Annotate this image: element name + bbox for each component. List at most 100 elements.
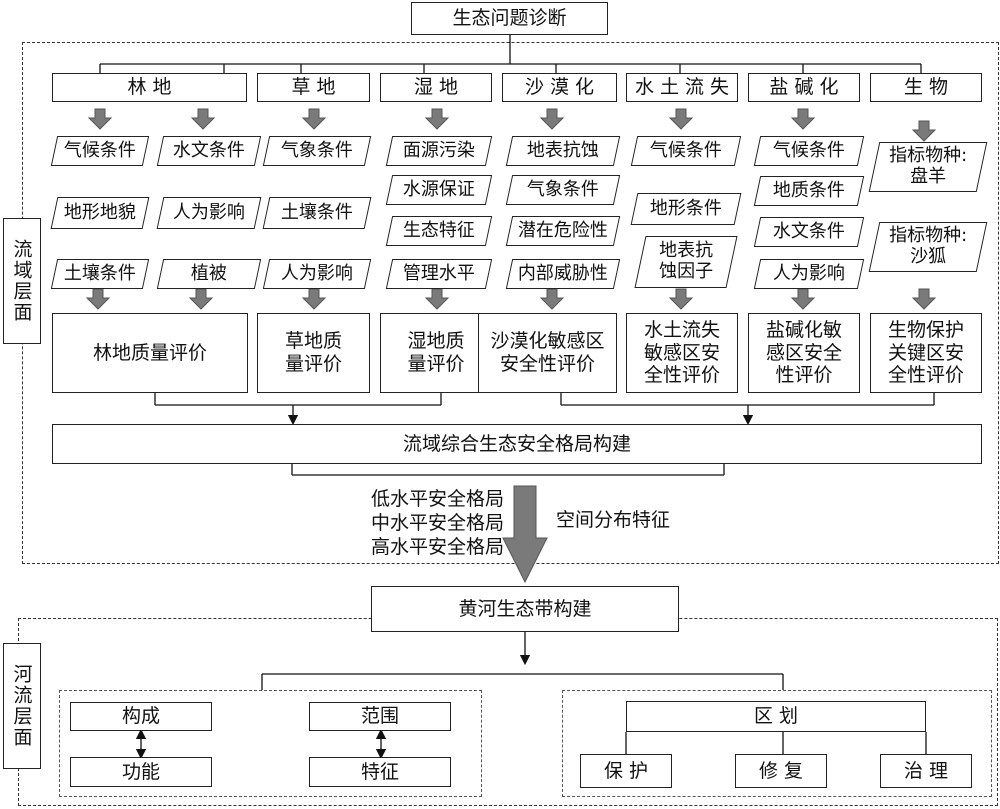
factor-grass-human: 人为影响	[262, 259, 372, 289]
big-down-arrow	[502, 485, 548, 584]
eval-wetland: 湿地质 量评价	[380, 313, 492, 393]
factor-forest-soil: 土壤条件	[50, 259, 150, 289]
factor-text: 人为影响	[281, 262, 353, 284]
factor-text: 水文条件	[773, 220, 845, 242]
category-forest-text: 林 地	[127, 76, 172, 99]
category-saline-text: 盐 碱 化	[769, 76, 839, 99]
feature-box: 特征	[309, 757, 451, 787]
title-text: 生态问题诊断	[452, 7, 567, 30]
factor-text: 气候条件	[64, 139, 136, 161]
category-soil-erosion-text: 水 土 流 失	[634, 76, 730, 99]
factor-bio-argali: 指标物种: 盘羊	[868, 142, 988, 192]
factor-text: 潜在危险性	[518, 219, 608, 241]
synthesis-box: 流域综合生态安全格局构建	[52, 424, 982, 464]
category-saline: 盐 碱 化	[748, 73, 860, 102]
factor-wetland-manage: 管理水平	[385, 259, 493, 289]
category-desert: 沙 漠 化	[502, 73, 617, 102]
factor-forest-climate: 气候条件	[50, 136, 150, 166]
category-desert-text: 沙 漠 化	[524, 76, 595, 99]
function-text: 功能	[121, 760, 160, 783]
eval-desert: 沙漠化敏感区 安全性评价	[478, 313, 617, 393]
security-levels: 低水平安全格局 中水平安全格局 高水平安全格局	[370, 488, 504, 558]
factor-text: 地形条件	[650, 197, 722, 219]
factor-wetland-pollution: 面源污染	[385, 136, 493, 166]
govern-box: 治 理	[880, 754, 972, 788]
factor-text: 气候条件	[650, 139, 722, 161]
factor-saline-geology: 地质条件	[753, 176, 865, 206]
factor-saline-human: 人为影响	[753, 259, 865, 289]
factor-soil-terrain: 地形条件	[630, 193, 742, 225]
restore-box: 修 复	[735, 754, 827, 788]
factor-desert-weather: 气象条件	[505, 175, 621, 205]
yellow-river-text: 黄河生态带构建	[458, 597, 592, 620]
factor-desert-potential: 潜在危险性	[505, 216, 621, 246]
factor-desert-internal: 内部威胁性	[505, 259, 621, 289]
eval-text: 盐碱化敏 感区安全 性评价	[765, 318, 842, 387]
factor-text: 地表抗 蚀因子	[659, 240, 713, 282]
factor-saline-hydro: 水文条件	[753, 217, 865, 247]
factor-text: 地表抗蚀	[527, 139, 599, 161]
spatial-distribution-label: 空间分布特征	[556, 509, 671, 531]
eval-text: 林地质量评价	[92, 341, 207, 364]
factor-forest-vegetation: 植被	[156, 259, 262, 289]
eval-grass: 草地质 量评价	[257, 313, 370, 393]
river-left-group	[59, 690, 482, 797]
factor-text: 人为影响	[173, 201, 245, 223]
factor-text: 土壤条件	[64, 262, 136, 284]
category-forest: 林 地	[52, 73, 247, 102]
eval-forest: 林地质量评价	[52, 313, 248, 393]
eval-soil-erosion: 水土流失 敏感区安 全性评价	[626, 313, 738, 393]
factor-text: 内部威胁性	[518, 262, 608, 284]
river-label: 河流层面	[3, 643, 41, 769]
factor-wetland-water: 水源保证	[385, 175, 493, 205]
factor-grass-weather: 气象条件	[262, 136, 372, 166]
factor-text: 管理水平	[403, 262, 475, 284]
river-right-group	[562, 690, 992, 797]
factor-grass-soil: 土壤条件	[262, 197, 372, 229]
factor-wetland-eco: 生态特征	[385, 216, 493, 246]
factor-text: 面源污染	[403, 139, 475, 161]
function-box: 功能	[70, 757, 212, 787]
watershed-label-text: 流域层面	[10, 239, 33, 323]
category-soil-erosion: 水 土 流 失	[626, 73, 738, 102]
title-box: 生态问题诊断	[411, 2, 608, 35]
factor-text: 气候条件	[773, 139, 845, 161]
zoning-text: 区 划	[753, 705, 799, 728]
factor-text: 气象条件	[527, 178, 599, 200]
category-grass-text: 草 地	[291, 76, 336, 99]
factor-forest-terrain: 地形地貌	[50, 197, 150, 229]
factor-forest-human: 人为影响	[156, 197, 262, 229]
govern-text: 治 理	[903, 759, 949, 782]
factor-saline-climate: 气候条件	[753, 136, 865, 166]
factor-bio-fox: 指标物种: 沙狐	[868, 222, 988, 272]
protect-box: 保 护	[580, 754, 672, 788]
factor-forest-hydro: 水文条件	[156, 136, 262, 166]
factor-desert-erosion: 地表抗蚀	[505, 136, 621, 166]
eval-text: 湿地质 量评价	[407, 330, 465, 375]
restore-text: 修 复	[758, 759, 804, 782]
factor-text: 人为影响	[773, 262, 845, 284]
category-wetland-text: 湿 地	[413, 76, 459, 99]
factor-text: 指标物种: 沙狐	[888, 225, 968, 267]
feature-text: 特征	[360, 760, 399, 783]
zoning-box: 区 划	[626, 701, 926, 732]
factor-text: 生态特征	[403, 219, 475, 241]
eval-bio: 生物保护 关键区安 全性评价	[870, 313, 982, 393]
yellow-river-box: 黄河生态带构建	[371, 586, 679, 632]
category-bio: 生 物	[870, 73, 982, 102]
factor-text: 地质条件	[773, 179, 845, 201]
factor-text: 气象条件	[281, 139, 353, 161]
composition-box: 构成	[70, 702, 212, 731]
protect-text: 保 护	[603, 759, 649, 782]
synthesis-text: 流域综合生态安全格局构建	[402, 432, 631, 455]
eval-saline: 盐碱化敏 感区安全 性评价	[748, 313, 860, 393]
eval-text: 生物保护 关键区安 全性评价	[887, 318, 964, 387]
factor-soil-climate: 气候条件	[630, 136, 742, 166]
factor-text: 水源保证	[403, 178, 475, 200]
watershed-label: 流域层面	[3, 218, 41, 344]
category-wetland: 湿 地	[380, 73, 492, 102]
river-label-text: 河流层面	[10, 664, 33, 748]
eval-text: 草地质 量评价	[284, 330, 342, 375]
factor-text: 地形地貌	[64, 201, 136, 223]
